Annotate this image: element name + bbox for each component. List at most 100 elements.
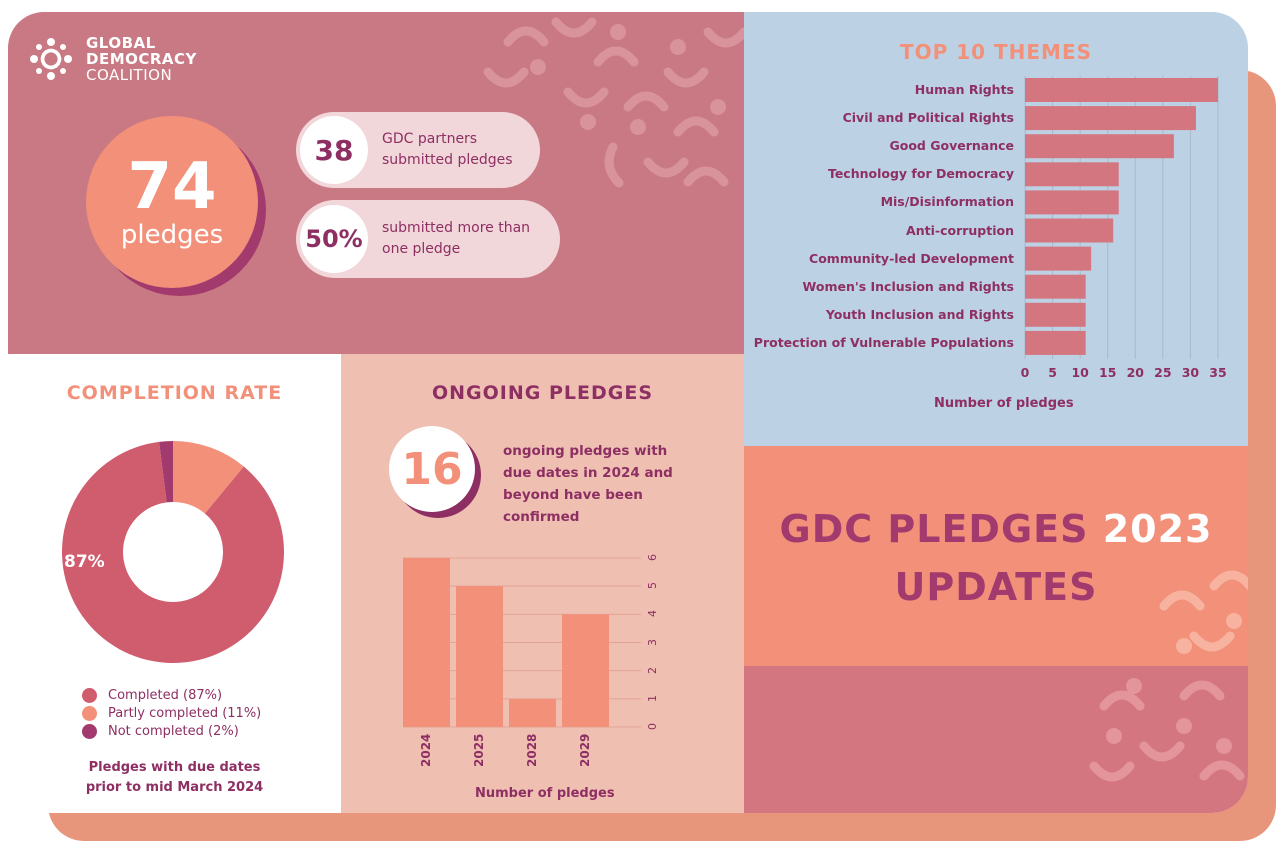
- theme-bar-good-governance: [1025, 134, 1174, 159]
- pattern-decoration: [1159, 570, 1248, 654]
- brand-line-1: GLOBAL: [86, 34, 156, 52]
- completion-note-line-1: Pledges with due dates: [88, 760, 261, 775]
- theme-bar-community-led-development: [1025, 246, 1092, 271]
- themes-x-tick: 30: [1181, 365, 1200, 380]
- completion-donut-chart: [61, 441, 284, 663]
- main-title-year: 2023: [1102, 507, 1213, 551]
- themes-title: TOP 10 THEMES: [899, 40, 1093, 64]
- theme-bar-youth-inclusion-and-rights: [1025, 302, 1086, 327]
- completion-title: COMPLETION RATE: [66, 382, 283, 404]
- themes-panel: TOP 10 THEMES 0 5 10 15 20 25 30 35 Human Rights…: [744, 12, 1248, 446]
- completed-percent-label: 87%: [64, 552, 105, 572]
- multi-pledge-stat: 50% submitted more than one pledge: [296, 200, 560, 278]
- themes-bar-chart: [1024, 76, 1219, 359]
- ongoing-bar-2029: [562, 614, 609, 727]
- partners-text-line-2: submitted pledges: [382, 152, 513, 168]
- ongoing-y-tick: 3: [646, 638, 659, 646]
- legend-item-completed: Completed (87%): [82, 688, 261, 703]
- main-title: GDC PLEDGES 2023 UPDATES: [744, 500, 1248, 616]
- donut-slice-not-completed: [159, 441, 173, 503]
- themes-x-tick: 20: [1126, 365, 1144, 380]
- themes-x-axis-label: Number of pledges: [934, 396, 1074, 411]
- theme-label-protection-of-vulnerable-populations: Protection of Vulnerable Populations: [753, 334, 1014, 350]
- total-pledges-circle: 74 pledges: [86, 116, 258, 288]
- brand-logo: GLOBAL DEMOCRACY COALITION: [26, 34, 197, 84]
- theme-bar-mis-disinformation: [1025, 190, 1119, 215]
- pattern-decoration: [1089, 678, 1245, 782]
- themes-x-tick: 35: [1209, 365, 1227, 380]
- theme-bar-technology-for-democracy: [1025, 162, 1119, 187]
- donut-slice-completed: [61, 441, 284, 663]
- theme-label-anti-corruption: Anti-corruption: [906, 222, 1014, 238]
- ongoing-bar-chart: [403, 557, 641, 728]
- theme-label-women-s-inclusion-and-rights: Women's Inclusion and Rights: [802, 278, 1014, 294]
- theme-bar-women-s-inclusion-and-rights: [1025, 274, 1086, 299]
- completion-panel: COMPLETION RATE 87% Completed (87%) Part…: [8, 354, 341, 813]
- ongoing-description: ongoing pledges with due dates in 2024 a…: [503, 440, 683, 528]
- ongoing-y-tick: 6: [646, 554, 659, 561]
- theme-bar-protection-of-vulnerable-populations: [1025, 330, 1086, 355]
- multi-pledge-percent: 50%: [300, 205, 371, 278]
- theme-label-community-led-development: Community-led Development: [809, 250, 1014, 266]
- legend-dot-partly-completed: [82, 706, 97, 721]
- coalition-logo-icon: [30, 38, 72, 80]
- title-panel: GDC PLEDGES 2023 UPDATES: [744, 446, 1248, 666]
- ongoing-category-2025: 2025: [471, 733, 486, 767]
- themes-x-tick: 15: [1099, 365, 1117, 380]
- completion-legend: Completed (87%) Partly completed (11%) N…: [82, 688, 261, 742]
- summary-panel: GLOBAL DEMOCRACY COALITION 74 pledges 38…: [8, 12, 744, 354]
- ongoing-text-line-3: beyond have been: [503, 487, 643, 503]
- decorative-panel: [744, 666, 1248, 813]
- themes-x-tick: 0: [1020, 365, 1030, 380]
- ongoing-x-axis-label: Number of pledges: [475, 786, 615, 801]
- multi-pledge-text-line-2: one pledge: [382, 241, 461, 257]
- completion-note-line-2: prior to mid March 2024: [85, 780, 264, 795]
- ongoing-category-2029: 2029: [577, 733, 592, 767]
- donut-slice-partly-completed: [173, 441, 244, 514]
- legend-dot-completed: [82, 688, 97, 703]
- theme-label-good-governance: Good Governance: [889, 138, 1015, 154]
- ongoing-category-2028: 2028: [524, 733, 539, 767]
- pattern-decoration: [483, 17, 744, 188]
- theme-label-mis-disinformation: Mis/Disinformation: [880, 194, 1014, 210]
- legend-dot-not-completed: [82, 724, 97, 739]
- ongoing-y-tick: 5: [646, 582, 659, 590]
- themes-x-tick: 10: [1071, 365, 1089, 380]
- theme-bar-civil-and-political-rights: [1025, 106, 1196, 131]
- multi-pledge-text-line-1: submitted more than: [382, 220, 531, 236]
- theme-label-human-rights: Human Rights: [914, 82, 1014, 97]
- partners-text-line-1: GDC partners: [382, 131, 478, 147]
- partners-stat: 38 GDC partners submitted pledges: [296, 112, 540, 189]
- ongoing-y-tick: 1: [646, 694, 659, 702]
- brand-line-2: DEMOCRACY: [86, 50, 197, 68]
- ongoing-bar-2028: [509, 698, 556, 727]
- brand-line-3: COALITION: [86, 66, 173, 84]
- theme-label-civil-and-political-rights: Civil and Political Rights: [842, 110, 1014, 126]
- theme-bar-anti-corruption: [1025, 218, 1114, 243]
- completion-note: Pledges with due dates prior to mid Marc…: [8, 758, 341, 798]
- ongoing-category-2024: 2024: [418, 733, 433, 767]
- total-pledges-value: 74: [127, 150, 217, 224]
- themes-x-tick: 25: [1154, 365, 1172, 380]
- themes-x-tick: 5: [1048, 365, 1057, 380]
- main-title-part-1: GDC PLEDGES: [779, 507, 1089, 551]
- legend-item-not-completed: Not completed (2%): [82, 724, 261, 739]
- ongoing-count: 16: [389, 426, 475, 512]
- ongoing-bar-2024: [403, 558, 450, 727]
- legend-label-completed: Completed (87%): [108, 688, 223, 703]
- ongoing-title: ONGOING PLEDGES: [431, 382, 654, 404]
- ongoing-text-line-4: confirmed: [503, 509, 580, 525]
- legend-label-not-completed: Not completed (2%): [108, 724, 239, 739]
- theme-bar-human-rights: [1025, 78, 1218, 102]
- ongoing-y-tick: 4: [646, 610, 659, 618]
- theme-label-technology-for-democracy: Technology for Democracy: [827, 166, 1014, 182]
- total-pledges-label: pledges: [120, 220, 224, 250]
- ongoing-text-line-2: due dates in 2024 and: [503, 465, 673, 481]
- ongoing-y-tick: 2: [646, 666, 659, 674]
- legend-label-partly-completed: Partly completed (11%): [108, 706, 262, 721]
- ongoing-bar-2025: [456, 586, 503, 727]
- ongoing-panel: ONGOING PLEDGES 16 ongoing pledges with …: [341, 354, 744, 813]
- ongoing-y-tick: 0: [646, 723, 659, 730]
- main-title-part-2: UPDATES: [894, 565, 1098, 609]
- theme-label-youth-inclusion-and-rights: Youth Inclusion and Rights: [825, 306, 1014, 322]
